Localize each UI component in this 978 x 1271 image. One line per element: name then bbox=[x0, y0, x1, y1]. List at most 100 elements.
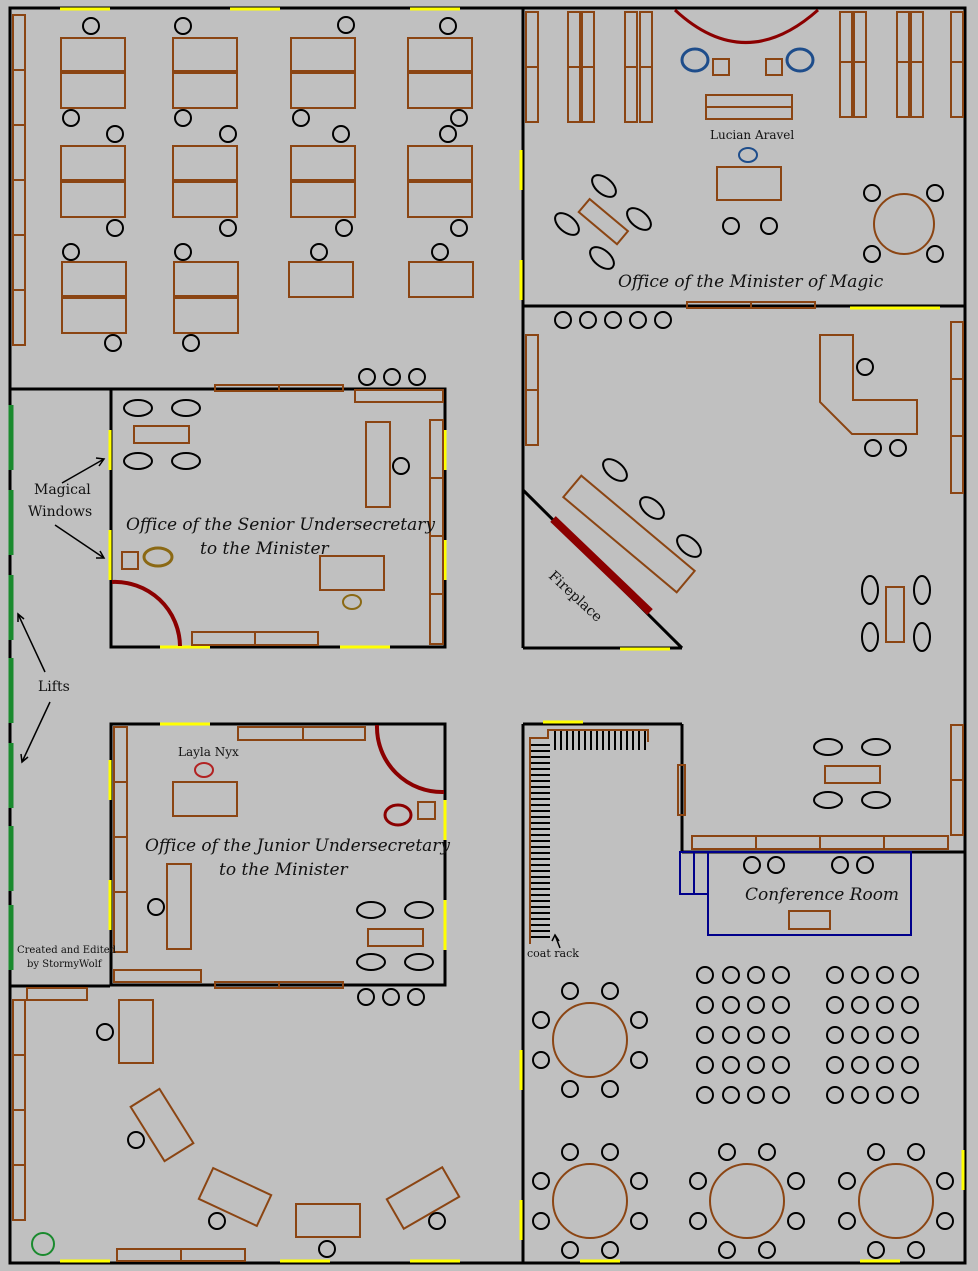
chair bbox=[787, 1212, 805, 1230]
chair bbox=[863, 245, 881, 263]
chair bbox=[772, 996, 790, 1014]
chair bbox=[936, 1172, 954, 1190]
chair bbox=[439, 125, 457, 143]
chair bbox=[901, 1056, 919, 1074]
chair bbox=[450, 219, 468, 237]
chair bbox=[907, 1241, 925, 1259]
chair bbox=[337, 16, 355, 34]
chair bbox=[851, 1056, 869, 1074]
minister-name: Lucian Aravel bbox=[710, 128, 795, 142]
special-chairs bbox=[31, 47, 815, 1256]
chair bbox=[856, 856, 874, 874]
chair bbox=[696, 1056, 714, 1074]
chair bbox=[696, 996, 714, 1014]
chair bbox=[876, 996, 894, 1014]
chair bbox=[630, 1172, 648, 1190]
chair bbox=[104, 334, 122, 352]
chair bbox=[689, 1172, 707, 1190]
chair bbox=[630, 1212, 648, 1230]
chair bbox=[851, 1026, 869, 1044]
chair bbox=[358, 368, 376, 386]
chair bbox=[867, 1143, 885, 1161]
magical-windows-label-1: Magical bbox=[34, 482, 91, 498]
chair bbox=[831, 856, 849, 874]
chair bbox=[147, 898, 165, 916]
chair bbox=[561, 1241, 579, 1259]
chair bbox=[450, 109, 468, 127]
chair bbox=[554, 311, 572, 329]
chair bbox=[718, 1143, 736, 1161]
chair bbox=[722, 966, 740, 984]
chair bbox=[747, 1056, 765, 1074]
chair bbox=[431, 243, 449, 261]
chair bbox=[747, 1086, 765, 1104]
chair bbox=[561, 982, 579, 1000]
senior-office-title-line1: Office of the Senior Undersecretary bbox=[126, 515, 435, 535]
chair bbox=[722, 1056, 740, 1074]
chair bbox=[758, 1241, 776, 1259]
chair bbox=[936, 1212, 954, 1230]
chair bbox=[629, 311, 647, 329]
chair bbox=[696, 966, 714, 984]
chair bbox=[219, 125, 237, 143]
chair bbox=[772, 1056, 790, 1074]
chair bbox=[335, 219, 353, 237]
minister-office-title: Office of the Minister of Magic bbox=[618, 272, 884, 292]
credit-line1: Created and Edited bbox=[17, 945, 117, 956]
chair bbox=[382, 988, 400, 1006]
chair bbox=[383, 368, 401, 386]
chair bbox=[219, 219, 237, 237]
armchairs bbox=[123, 174, 931, 971]
chair bbox=[82, 17, 100, 35]
walls bbox=[8, 6, 967, 1265]
chair bbox=[601, 982, 619, 1000]
chair bbox=[864, 439, 882, 457]
chair bbox=[532, 1011, 550, 1029]
chair bbox=[876, 1056, 894, 1074]
chair bbox=[106, 125, 124, 143]
chair bbox=[901, 1026, 919, 1044]
junior-office-title-line1: Office of the Junior Undersecretary bbox=[145, 836, 451, 856]
round-tables bbox=[552, 193, 935, 1239]
minister-arc bbox=[673, 8, 819, 44]
chair bbox=[747, 1026, 765, 1044]
chair bbox=[174, 17, 192, 35]
chair bbox=[901, 996, 919, 1014]
coat-rack bbox=[531, 731, 646, 938]
chair bbox=[901, 1086, 919, 1104]
chair bbox=[722, 217, 740, 235]
chair bbox=[826, 1056, 844, 1074]
chair bbox=[838, 1172, 856, 1190]
chair bbox=[722, 996, 740, 1014]
chair bbox=[630, 1051, 648, 1069]
chair bbox=[722, 1086, 740, 1104]
chair bbox=[772, 966, 790, 984]
bookshelves bbox=[12, 11, 964, 1262]
chair bbox=[758, 1143, 776, 1161]
junior-door-arc bbox=[374, 724, 445, 795]
chair bbox=[876, 966, 894, 984]
chair bbox=[174, 109, 192, 127]
chair bbox=[772, 1086, 790, 1104]
fireplace-hearth bbox=[550, 516, 653, 615]
chairs bbox=[62, 16, 954, 1259]
chair bbox=[654, 311, 672, 329]
annotation-arrows bbox=[17, 457, 561, 949]
conference-room-title: Conference Room bbox=[745, 885, 900, 905]
chair bbox=[318, 1240, 336, 1258]
lifts-label: Lifts bbox=[38, 679, 70, 695]
conference-room-outline bbox=[679, 851, 912, 936]
chair bbox=[718, 1241, 736, 1259]
chair bbox=[787, 1172, 805, 1190]
chair bbox=[357, 988, 375, 1006]
chair bbox=[292, 109, 310, 127]
chair bbox=[332, 125, 350, 143]
chair bbox=[532, 1212, 550, 1230]
chair bbox=[826, 966, 844, 984]
chair bbox=[926, 245, 944, 263]
chair bbox=[428, 1212, 446, 1230]
chair bbox=[392, 457, 410, 475]
chair bbox=[630, 1011, 648, 1029]
chair bbox=[907, 1143, 925, 1161]
